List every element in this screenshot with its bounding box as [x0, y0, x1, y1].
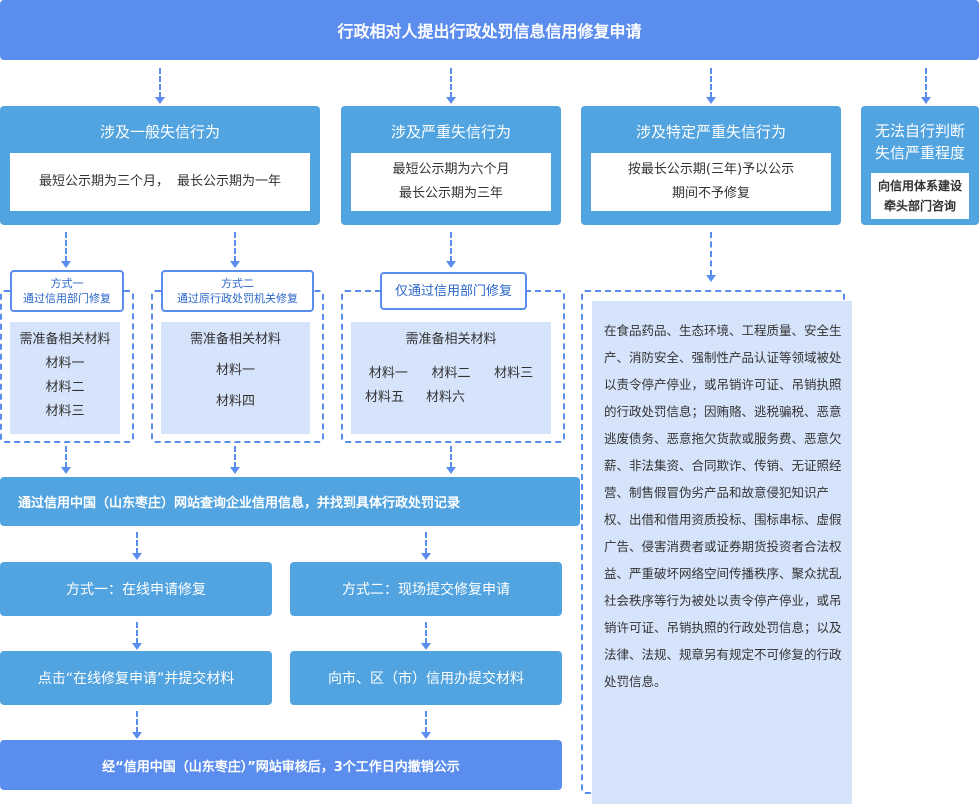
- serious-materials-title: 需准备相关材料: [405, 332, 497, 347]
- general-period-box: 最短公示期为三个月， 最长公示期为一年: [10, 153, 310, 211]
- method1-material-0: 需准备相关材料: [19, 332, 111, 347]
- method1-material-1: 材料一: [45, 356, 85, 371]
- arrow-general-method2: [230, 232, 240, 268]
- serious-tag: 仅通过信用部门修复: [380, 272, 527, 310]
- unknown-category-box: 无法自行判断 失信严重程度 向信用体系建设 牵头部门咨询: [861, 106, 979, 225]
- arrow-top-general: [155, 68, 165, 104]
- serious-line1: 最短公示期为六个月: [392, 162, 510, 177]
- serious-materials: 需准备相关材料 材料一 材料二 材料三 材料五 材料六: [351, 322, 551, 434]
- arrow-general-method1: [61, 232, 71, 268]
- online-method-box: 方式一：在线申请修复: [0, 562, 272, 616]
- serious-material-3: 材料五: [365, 390, 405, 405]
- method1-sub: 通过信用部门修复: [23, 292, 111, 305]
- unknown-title-line2: 失信严重程度: [874, 144, 965, 162]
- method1-material-3: 材料三: [45, 404, 85, 419]
- special-period-box: 按最长公示期(三年)予以公示 期间不予修复: [591, 153, 831, 211]
- arrow-method1-query: [61, 446, 71, 474]
- arrow-onsite-step: [421, 622, 431, 650]
- general-title: 涉及一般失信行为: [99, 123, 220, 141]
- serious-material-4: 材料六: [426, 390, 466, 405]
- unknown-consult-box: 向信用体系建设 牵头部门咨询: [871, 173, 969, 219]
- general-category-box: 涉及一般失信行为 最短公示期为三个月， 最长公示期为一年: [0, 106, 320, 225]
- method2-label: 方式二: [221, 277, 254, 290]
- method2-material-2: 材料四: [215, 394, 255, 409]
- arrow-top-unknown: [921, 68, 931, 104]
- serious-material-1: 材料二: [431, 366, 471, 381]
- special-title: 涉及特定严重失信行为: [635, 123, 786, 141]
- method1-tag: 方式一 通过信用部门修复: [10, 270, 124, 312]
- method2-materials: 需准备相关材料 材料一 材料四: [161, 322, 310, 434]
- arrow-top-serious: [446, 68, 456, 104]
- top-title: 行政相对人提出行政处罚信息信用修复申请: [337, 22, 642, 41]
- onsite-method-title: 方式二：现场提交修复申请: [342, 582, 510, 598]
- onsite-method-box: 方式二：现场提交修复申请: [290, 562, 562, 616]
- serious-material-0: 材料一: [368, 366, 408, 381]
- unknown-line1: 向信用体系建设: [877, 179, 962, 193]
- special-category-box: 涉及特定严重失信行为 按最长公示期(三年)予以公示 期间不予修复: [581, 106, 841, 225]
- arrow-online-final: [132, 711, 142, 739]
- serious-title: 涉及严重失信行为: [390, 123, 511, 141]
- serious-line2: 最长公示期为三年: [398, 186, 503, 201]
- onsite-step-box: 向市、区（市）信用办提交材料: [290, 651, 562, 705]
- special-line1: 按最长公示期(三年)予以公示: [627, 162, 795, 177]
- query-bar: 通过信用中国（山东枣庄）网站查询企业信用信息，并找到具体行政处罚记录: [0, 477, 580, 526]
- final-bar: 经“信用中国（山东枣庄）”网站审核后，3个工作日内撤销公示: [0, 740, 562, 790]
- special-detail-text: 在食品药品、生态环境、工程质量、安全生产、消防安全、强制性产品认证等领域被处以责…: [592, 301, 852, 804]
- online-step-text: 点击“在线修复申请”并提交材料: [37, 671, 235, 687]
- online-step-box: 点击“在线修复申请”并提交材料: [0, 651, 272, 705]
- arrow-method2-query: [230, 446, 240, 474]
- unknown-line2: 牵头部门咨询: [883, 199, 956, 213]
- arrow-top-special: [706, 68, 716, 104]
- special-line2: 期间不予修复: [671, 186, 750, 201]
- method2-material-1: 材料一: [215, 363, 255, 378]
- arrow-onsite-final: [421, 711, 431, 739]
- query-bar-text: 通过信用中国（山东枣庄）网站查询企业信用信息，并找到具体行政处罚记录: [18, 496, 461, 511]
- serious-material-2: 材料三: [494, 366, 534, 381]
- arrow-query-online: [132, 532, 142, 560]
- serious-period-box: 最短公示期为六个月 最长公示期为三年: [351, 153, 551, 211]
- arrow-special-detail: [706, 232, 716, 282]
- top-title-bar: 行政相对人提出行政处罚信息信用修复申请: [0, 0, 979, 60]
- arrow-query-onsite: [421, 532, 431, 560]
- arrow-online-step: [132, 622, 142, 650]
- serious-category-box: 涉及严重失信行为 最短公示期为六个月 最长公示期为三年: [341, 106, 561, 225]
- final-bar-text: 经“信用中国（山东枣庄）”网站审核后，3个工作日内撤销公示: [102, 759, 460, 775]
- arrow-serious-tag: [446, 232, 456, 268]
- general-period-b: 最长公示期为一年: [177, 174, 282, 189]
- onsite-step-text: 向市、区（市）信用办提交材料: [328, 671, 524, 687]
- online-method-title: 方式一：在线申请修复: [66, 582, 206, 598]
- method2-sub: 通过原行政处罚机关修复: [177, 292, 298, 305]
- arrow-serious-query: [446, 446, 456, 474]
- method1-material-2: 材料二: [45, 380, 85, 395]
- method2-material-0: 需准备相关材料: [189, 332, 281, 347]
- method1-materials: 需准备相关材料 材料一 材料二 材料三: [10, 322, 120, 434]
- general-period-a: 最短公示期为三个月，: [38, 174, 169, 189]
- unknown-title-line1: 无法自行判断: [874, 122, 965, 140]
- serious-tag-text: 仅通过信用部门修复: [394, 283, 512, 299]
- method1-label: 方式一: [50, 277, 84, 290]
- method2-tag: 方式二 通过原行政处罚机关修复: [161, 270, 314, 312]
